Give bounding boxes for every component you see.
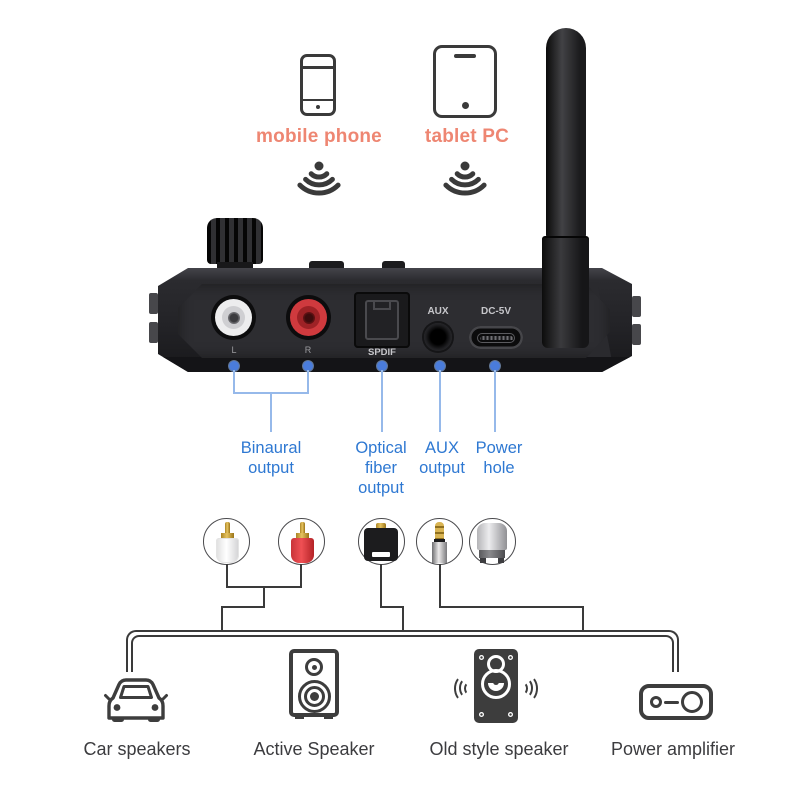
aux-jack-plug-icon: [416, 518, 463, 565]
knob-neck: [217, 262, 253, 272]
port-label-dc5v: DC-5V: [480, 306, 511, 317]
connection-line: [263, 586, 265, 608]
mobile-phone-label: mobile phone: [256, 126, 382, 147]
connection-line: [226, 564, 228, 588]
device-left-tab: [149, 322, 158, 343]
antenna-icon: [546, 28, 586, 238]
smartphone-icon: [300, 54, 336, 116]
connection-line: [439, 564, 441, 608]
connection-line: [439, 606, 584, 608]
port-label-aux: AUX: [427, 306, 449, 317]
speaker-foot: [295, 715, 304, 719]
wireless-signal-icon: [443, 161, 487, 196]
usb-c-plug-icon: [469, 518, 516, 565]
callout-line: [494, 370, 496, 432]
callout-dot: [303, 361, 313, 371]
callout-dot: [490, 361, 500, 371]
vintage-speaker-icon: [474, 649, 518, 723]
connection-line: [380, 606, 404, 608]
optical-spdif-port: [354, 292, 410, 348]
connection-line: [300, 564, 302, 588]
callout-dot: [229, 361, 239, 371]
connection-line: [221, 606, 265, 608]
port-label-spdif: SPDIF: [368, 347, 396, 358]
tablet-pc-label: tablet PC: [424, 126, 510, 147]
callout-dot: [435, 361, 445, 371]
toslink-plug-icon: [358, 518, 405, 565]
distribution-bus-line: [131, 635, 674, 672]
wireless-signal-icon: [297, 161, 341, 196]
callout-line: [439, 370, 441, 432]
aux-port: [424, 323, 452, 351]
connection-line: [582, 606, 584, 632]
active-speaker-label: Active Speaker: [253, 739, 375, 759]
bookshelf-speaker-icon: [289, 649, 339, 717]
power-amplifier-label: Power amplifier: [610, 739, 736, 759]
amplifier-icon: [639, 684, 713, 720]
callout-line: [233, 370, 235, 394]
callout-dot: [377, 361, 387, 371]
distribution-bus-line: [126, 630, 679, 672]
device-left-tab: [149, 293, 158, 314]
antenna-base: [542, 236, 589, 348]
rca-plug-white-icon: [203, 518, 250, 565]
rca-plug-red-icon: [278, 518, 325, 565]
device-right-tab: [632, 324, 641, 345]
tablet-icon: [433, 45, 497, 118]
callout-line: [270, 392, 272, 432]
device-button: [382, 261, 405, 268]
device-bottom-strip: [158, 357, 632, 372]
car-icon: [104, 678, 168, 722]
rca-port-left: [211, 295, 256, 340]
connection-line: [380, 564, 382, 608]
callout-line: [307, 370, 309, 394]
device-right-tab: [632, 296, 641, 317]
speaker-foot: [324, 715, 333, 719]
car-speakers-label: Car speakers: [83, 739, 191, 759]
port-label-l: L: [231, 345, 237, 355]
port-label-r: R: [304, 345, 312, 355]
sound-wave-icon: [518, 675, 538, 702]
volume-knob-icon: [207, 218, 263, 264]
callout-line: [381, 370, 383, 432]
connection-line: [221, 606, 223, 632]
sound-wave-icon: [454, 675, 474, 702]
usb-c-power-port: [469, 326, 523, 349]
device-button: [309, 261, 344, 268]
rca-port-right: [286, 295, 331, 340]
connection-line: [402, 606, 404, 632]
old-style-speaker-label: Old style speaker: [429, 739, 569, 759]
